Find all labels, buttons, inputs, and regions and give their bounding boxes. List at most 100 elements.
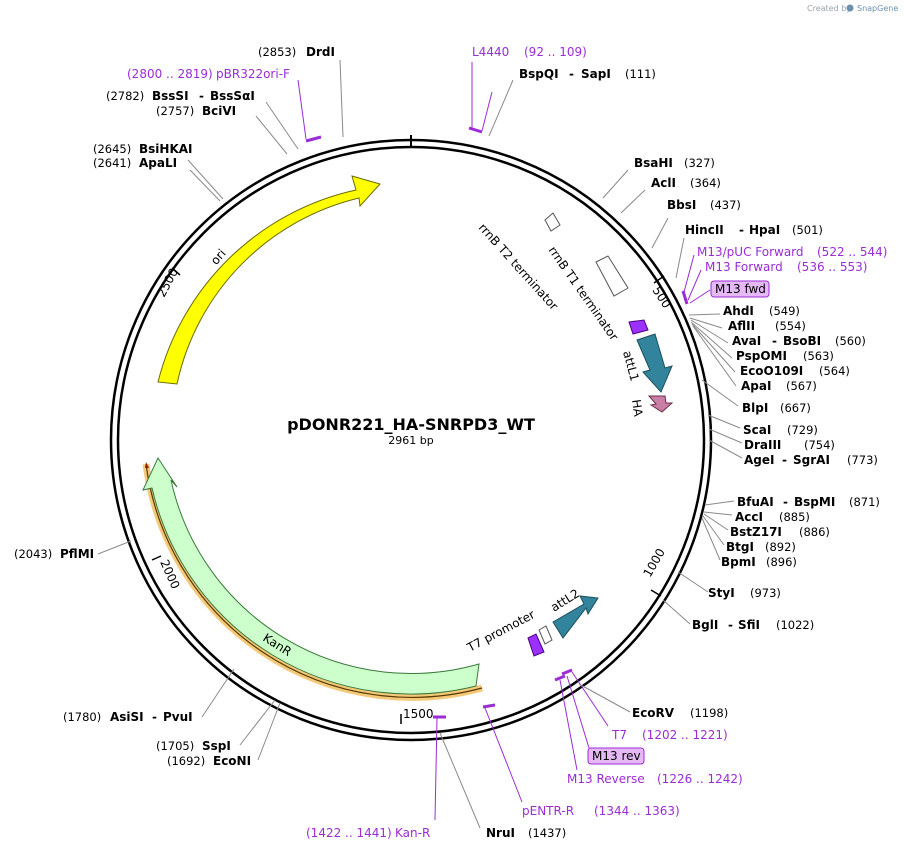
attl1-label: attL1 — [620, 349, 642, 383]
enzyme-drdi: (2853) DrdI — [258, 45, 335, 59]
svg-text:BssSI: BssSI — [152, 89, 189, 103]
svg-text:(1705): (1705) — [156, 739, 194, 753]
enzyme-leader-lines — [97, 59, 743, 829]
svg-text:(560): (560) — [835, 334, 866, 348]
svg-text:(564): (564) — [819, 364, 850, 378]
svg-text:BsoBI: BsoBI — [783, 334, 821, 348]
svg-text:(437): (437) — [710, 198, 741, 212]
enzyme-aflii: AflII (554) — [728, 319, 806, 333]
svg-text:(2757): (2757) — [156, 104, 194, 118]
m13-promoter-mark — [628, 319, 649, 335]
svg-text:(567): (567) — [786, 379, 817, 393]
enzyme-hincii-hpai: HincII - HpaI (501) — [685, 223, 823, 237]
rrnb-t1-terminator-feature — [595, 255, 629, 297]
rrnb-t2-terminator-label: rrnB T2 terminator — [476, 221, 561, 313]
enzyme-bsahi: BsaHI (327) — [634, 156, 715, 170]
primer-m13-forward: M13 Forward (536 .. 553) — [687, 260, 867, 301]
svg-text:-: - — [772, 334, 777, 348]
svg-text:-: - — [728, 618, 733, 632]
primer-m13-rev-box: M13 rev — [566, 675, 645, 765]
t7-promoter-label: T7 promoter — [464, 607, 537, 655]
svg-text:(885): (885) — [779, 510, 810, 524]
svg-text:(2782): (2782) — [106, 89, 144, 103]
svg-text:(871): (871) — [849, 495, 880, 509]
svg-text:(1692): (1692) — [167, 754, 205, 768]
svg-text:EcoRV: EcoRV — [632, 706, 675, 720]
svg-text:2500: 2500 — [154, 266, 181, 300]
enzyme-blpi: BlpI (667) — [742, 401, 811, 415]
plasmid-name: pDONR221_HA-SNRPD3_WT — [287, 415, 535, 434]
svg-text:(892): (892) — [765, 540, 796, 554]
ha-feature — [647, 395, 674, 413]
svg-text:AclI: AclI — [651, 176, 676, 190]
svg-text:(1344 .. 1363): (1344 .. 1363) — [594, 804, 680, 818]
svg-text:DraIII: DraIII — [744, 438, 781, 452]
enzyme-agei-sgrai: AgeI - SgrAI (773) — [744, 453, 878, 467]
svg-text:SspI: SspI — [202, 739, 231, 753]
svg-text:BtgI: BtgI — [726, 540, 754, 554]
enzyme-acci: AccI (885) — [735, 510, 810, 524]
svg-text:(1198): (1198) — [690, 706, 728, 720]
plasmid-size: 2961 bp — [388, 434, 433, 447]
primer-m13-puc-forward: M13/pUC Forward (522 .. 544) — [681, 245, 887, 305]
enzyme-bbsi: BbsI (437) — [667, 198, 741, 212]
primer-t7: T7 (1202 .. 1221) — [561, 668, 728, 742]
svg-text:1000: 1000 — [640, 546, 667, 579]
svg-text:(896): (896) — [766, 555, 797, 569]
svg-text:(2641): (2641) — [93, 156, 131, 170]
kanr-highlight-arrow-icon — [145, 462, 149, 468]
svg-text:BspMI: BspMI — [794, 495, 835, 509]
svg-text:(1202 .. 1221): (1202 .. 1221) — [642, 728, 728, 742]
enzyme-nrui: NruI (1437) — [486, 826, 566, 840]
svg-text:ApaLI: ApaLI — [139, 156, 177, 170]
enzyme-bsssi: (2782) BssSI - BssSαI — [106, 89, 255, 103]
svg-text:PvuI: PvuI — [163, 710, 193, 724]
t7-promoter-feature — [527, 633, 545, 657]
kanr-highlight-line — [145, 463, 483, 698]
svg-text:M13 fwd: M13 fwd — [715, 282, 766, 296]
svg-text:(1780): (1780) — [63, 710, 101, 724]
svg-text:(2043): (2043) — [14, 547, 52, 561]
tick-1500: 1500 — [400, 707, 434, 724]
svg-text:pENTR-R: pENTR-R — [522, 804, 574, 818]
svg-text:(667): (667) — [780, 401, 811, 415]
svg-text:-: - — [199, 89, 204, 103]
svg-text:(2800 .. 2819): (2800 .. 2819) — [127, 67, 213, 81]
enzyme-scai: ScaI (729) — [743, 423, 818, 437]
svg-text:AccI: AccI — [735, 510, 763, 524]
svg-text:(364): (364) — [690, 176, 721, 190]
svg-text:EcoNI: EcoNI — [213, 754, 251, 768]
svg-text:-: - — [739, 223, 744, 237]
enzyme-ahdi: AhdI (549) — [723, 304, 800, 318]
primer-m13-reverse: M13 Reverse (1226 .. 1242) — [554, 674, 743, 786]
enzyme-bsihkai: (2645) BsiHKAI — [93, 142, 193, 156]
svg-text:ScaI: ScaI — [743, 423, 771, 437]
svg-text:BlpI: BlpI — [742, 401, 768, 415]
svg-text:PspOMI: PspOMI — [736, 349, 787, 363]
svg-text:BfuAI: BfuAI — [737, 495, 774, 509]
svg-text:Kan-R: Kan-R — [395, 826, 430, 840]
enzyme-styi: StyI (973) — [708, 586, 781, 600]
enzyme-ecorv: EcoRV (1198) — [632, 706, 728, 720]
primer-pbr322ori-f: (2800 .. 2819) pBR322ori-F — [127, 67, 322, 143]
svg-text:BssSαI: BssSαI — [210, 89, 255, 103]
enzyme-bspqi-sapi: BspQI - SapI (111) — [519, 67, 656, 81]
svg-text:EcoO109I: EcoO109I — [740, 364, 803, 378]
svg-text:BbsI: BbsI — [667, 198, 696, 212]
enzyme-avai-bsobi: AvaI - BsoBI (560) — [732, 334, 866, 348]
primer-l4440: L4440 (92 .. 109) — [468, 45, 587, 134]
ha-label: HA — [629, 398, 645, 418]
svg-text:-: - — [782, 453, 787, 467]
svg-text:BpmI: BpmI — [721, 555, 756, 569]
svg-text:HpaI: HpaI — [749, 223, 780, 237]
svg-text:DrdI: DrdI — [306, 45, 335, 59]
ori-feature — [157, 175, 381, 385]
rrnb-t2-terminator-feature — [544, 212, 561, 232]
kanr-feature — [142, 456, 480, 695]
svg-text:(1226 .. 1242): (1226 .. 1242) — [657, 772, 743, 786]
svg-text:(327): (327) — [684, 156, 715, 170]
snapgene-logo-icon — [846, 4, 854, 12]
svg-text:AflII: AflII — [728, 319, 755, 333]
svg-text:(549): (549) — [769, 304, 800, 318]
